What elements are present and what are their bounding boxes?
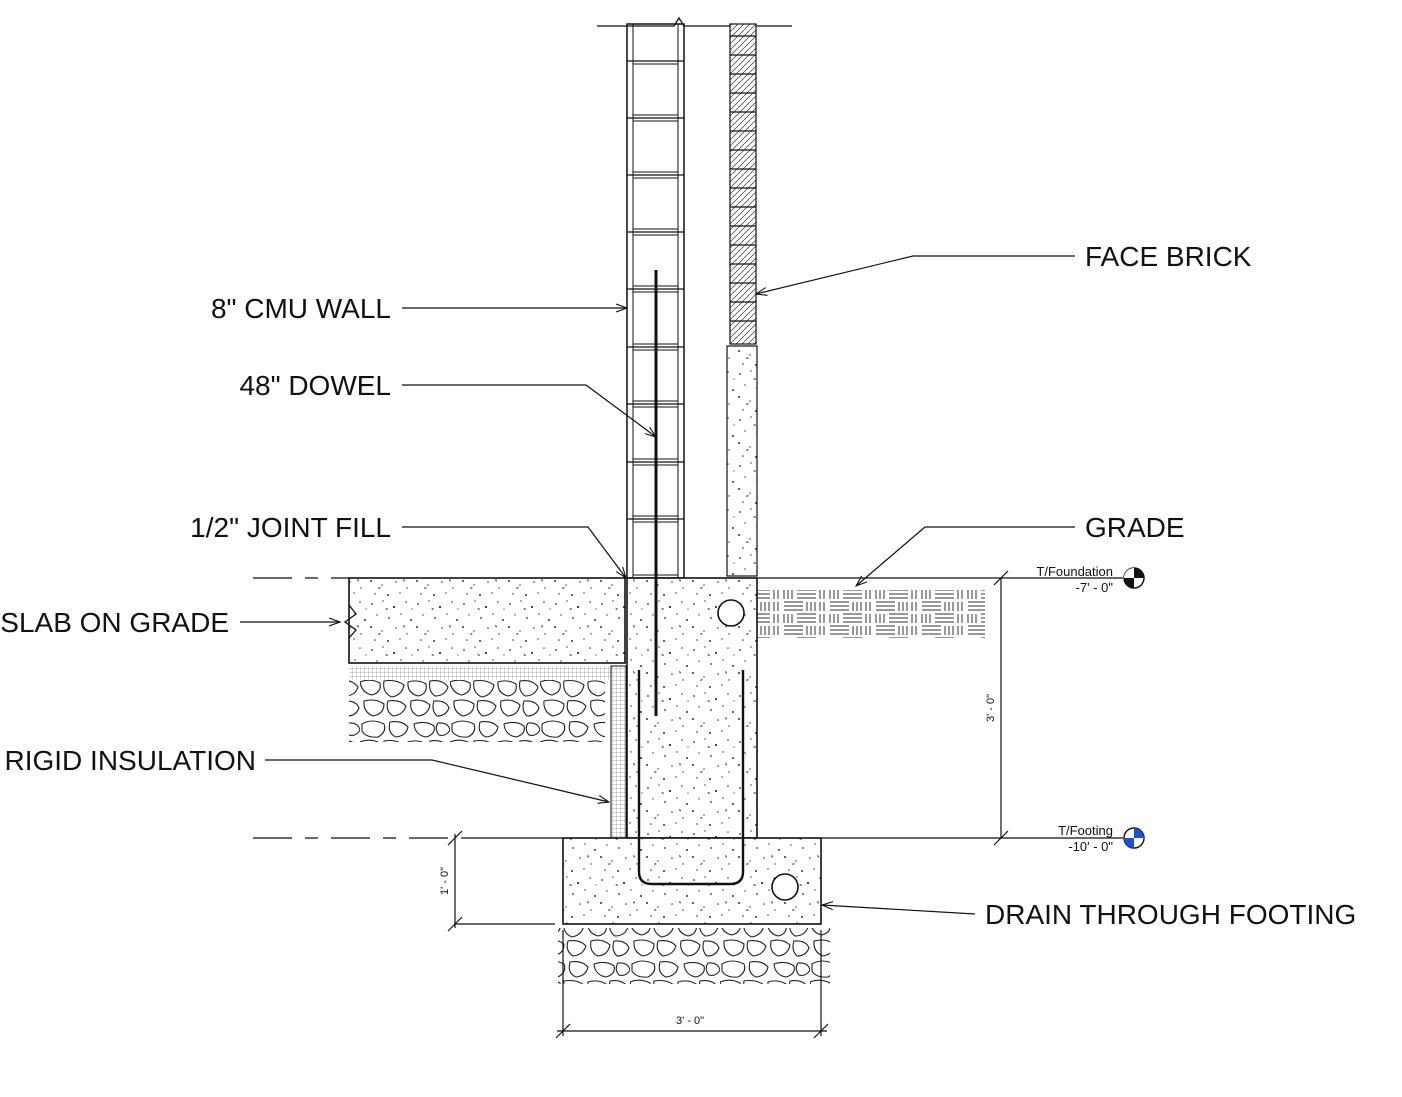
footing-level-elev: -10' - 0" <box>1068 839 1113 854</box>
grade-soil <box>757 590 985 638</box>
rebar <box>637 270 745 886</box>
label-face-brick: FACE BRICK <box>1085 241 1252 272</box>
leader-lines <box>240 255 1075 915</box>
slab-on-grade <box>343 577 626 742</box>
pipe-foundation <box>717 599 745 627</box>
footing <box>558 837 830 984</box>
footing-level-marker <box>1123 827 1145 849</box>
dim-footing-thickness: 1' - 0" <box>439 867 451 895</box>
label-rigid-insulation: RIGID INSULATION <box>4 745 256 776</box>
footing-level-name: T/Footing <box>1058 823 1113 838</box>
rigid-insulation <box>610 665 627 839</box>
foundation-level-elev: -7' - 0" <box>1076 580 1114 595</box>
dim-footing-width: 3' - 0" <box>676 1015 704 1027</box>
label-joint-fill: 1/2" JOINT FILL <box>190 512 391 543</box>
face-brick <box>726 23 758 577</box>
label-cmu-wall: 8" CMU WALL <box>211 293 391 324</box>
label-drain: DRAIN THROUGH FOOTING <box>985 899 1356 930</box>
drain-pipe <box>771 873 799 901</box>
foundation-level-name: T/Foundation <box>1036 564 1113 579</box>
foundation-level-marker <box>1123 567 1145 589</box>
cmu-wall <box>597 16 792 579</box>
label-slab-on-grade: SLAB ON GRADE <box>0 607 229 638</box>
label-dowel: 48" DOWEL <box>239 370 391 401</box>
foundation-wall <box>626 577 758 839</box>
dim-foundation-height: 3' - 0" <box>985 694 997 722</box>
label-grade: GRADE <box>1085 512 1185 543</box>
level-lines <box>253 570 1123 1039</box>
